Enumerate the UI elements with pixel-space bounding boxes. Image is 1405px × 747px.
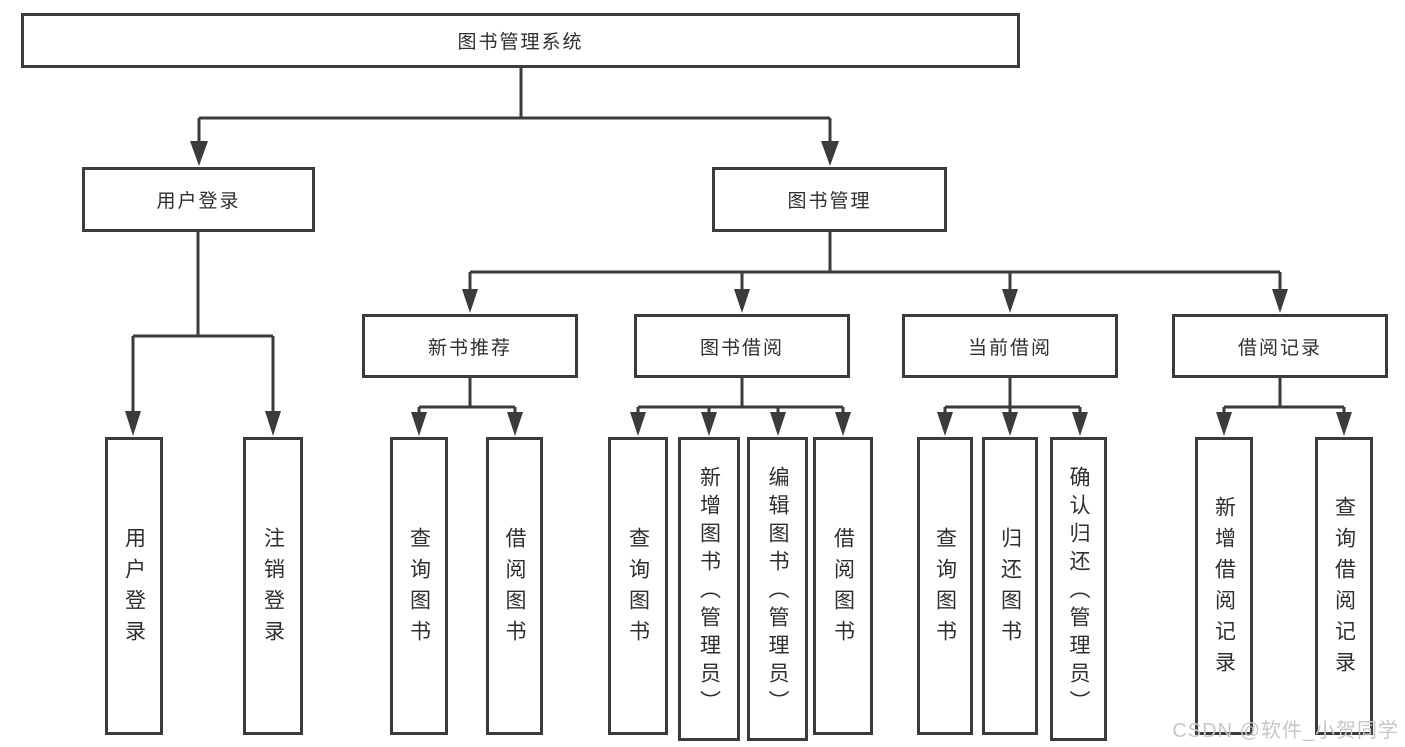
arrowheads-borrow-children bbox=[630, 412, 851, 436]
leaf-current-return: 归还图书 bbox=[982, 437, 1038, 735]
leaf-borrow-edit-admin: 编辑图书（管理员） bbox=[747, 437, 808, 741]
arrowheads-newbook-children bbox=[411, 412, 523, 436]
node-current-borrow: 当前借阅 bbox=[902, 314, 1118, 378]
node-book-borrow: 图书借阅 bbox=[634, 314, 850, 378]
connector-root-to-level2 bbox=[197, 68, 832, 142]
leaf-user-login: 用户登录 bbox=[105, 437, 163, 735]
leaf-records-add: 新增借阅记录 bbox=[1195, 437, 1253, 735]
node-new-book-recommend: 新书推荐 bbox=[362, 314, 578, 378]
arrowheads-bookmgmt-children bbox=[462, 289, 1288, 313]
leaf-records-query: 查询借阅记录 bbox=[1315, 437, 1373, 735]
node-root: 图书管理系统 bbox=[21, 13, 1020, 68]
arrowheads-records-children bbox=[1216, 412, 1352, 436]
leaf-logout: 注销登录 bbox=[243, 437, 303, 735]
arrowheads-userlogin-children bbox=[125, 411, 281, 436]
leaf-borrow-add-admin: 新增图书（管理员） bbox=[678, 437, 740, 741]
leaf-current-query: 查询图书 bbox=[917, 437, 973, 735]
connector-userlogin-children bbox=[131, 232, 275, 412]
leaf-newbook-borrow: 借阅图书 bbox=[486, 437, 543, 735]
connector-records-children bbox=[1222, 378, 1346, 413]
leaf-newbook-query: 查询图书 bbox=[390, 437, 448, 735]
leaf-borrow-query: 查询图书 bbox=[608, 437, 668, 735]
arrowheads-level2 bbox=[190, 141, 839, 166]
node-user-login: 用户登录 bbox=[82, 167, 315, 232]
node-borrow-records: 借阅记录 bbox=[1172, 314, 1388, 378]
connector-current-children bbox=[943, 378, 1082, 413]
leaf-current-confirm-admin: 确认归还（管理员） bbox=[1050, 437, 1107, 741]
csdn-watermark: CSDN @软件_小贺同学 bbox=[1172, 720, 1399, 742]
connector-bookmgmt-children bbox=[468, 232, 1282, 290]
arrowheads-current-children bbox=[937, 412, 1088, 436]
leaf-borrow-borrow: 借阅图书 bbox=[813, 437, 873, 735]
node-book-management: 图书管理 bbox=[712, 167, 947, 232]
connector-borrow-children bbox=[636, 378, 845, 413]
connector-newbook-children bbox=[417, 378, 517, 413]
